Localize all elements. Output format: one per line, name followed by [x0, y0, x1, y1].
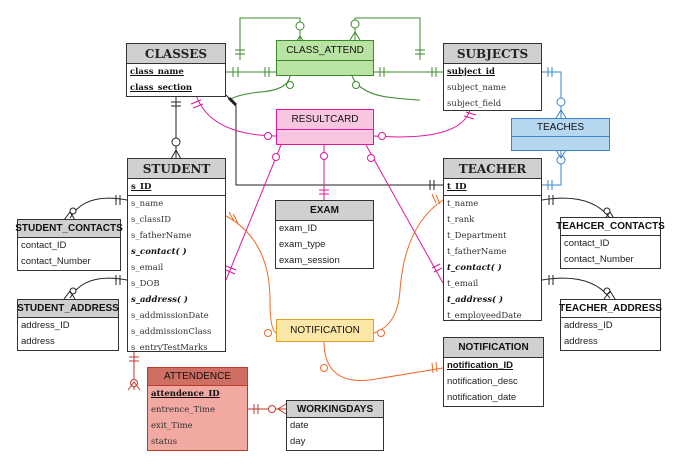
attendence-status-field: status [151, 437, 178, 447]
teacher-t-contact-field: t_contact( ) [447, 263, 502, 273]
teaches-entity: TEACHES [511, 118, 610, 151]
teacher-address-address-id-field: address_ID [564, 320, 613, 331]
teaches-header: TEACHES [512, 119, 609, 137]
notification-assoc-entity: NOTIFICATION [276, 319, 374, 342]
student-contacts-header: STUDENT_CONTACTS [15, 220, 123, 238]
subjects-subject-field-field: subject_field [447, 99, 502, 109]
student-address-address-field: address [21, 336, 55, 347]
teacher-contacts-entity: TEAHCER_CONTACTS contact_ID contact_Numb… [556, 217, 665, 269]
resultcard-header: RESULTCARD [277, 110, 373, 130]
student-s-address-field: s_address( ) [131, 295, 188, 305]
class-attend-header: CLASS_ATTEND [277, 41, 373, 61]
exam-exam-session-field: exam_session [279, 255, 340, 266]
link-subjects-teaches-teacher [542, 67, 567, 190]
teacher-header: TEACHER [444, 159, 541, 179]
classes-entity: CLASSES class_name class_section [126, 43, 226, 97]
student-s-name-field: s_name [131, 199, 164, 209]
teacher-t-employeeddate-field: t_employeedDate [447, 311, 522, 321]
link-contacts-addresses [63, 195, 616, 300]
teacher-contacts-header: TEAHCER_CONTACTS [556, 218, 665, 236]
student-header: STUDENT [128, 159, 225, 179]
attendence-entity: ATTENDENCE attendence_ID entrence_Time e… [147, 367, 248, 451]
link-class-attend-subjects [229, 17, 443, 101]
classes-class-name-field: class_name [130, 67, 184, 77]
teacher-address-header: TEACHER_ADDRESS [559, 300, 662, 318]
student-s-dob-field: s_DOB [131, 279, 160, 289]
attendence-attendence-id-field: attendence_ID [151, 389, 220, 399]
teacher-contacts-contact-number-field: contact_Number [564, 254, 634, 265]
teacher-t-name-field: t_name [447, 199, 479, 209]
student-address-entity: STUDENT_ADDRESS address_ID address [17, 299, 119, 351]
subjects-header: SUBJECTS [444, 44, 541, 64]
student-s-contact-field: s_contact( ) [131, 247, 187, 257]
notification-notification-desc-field: notification_desc [447, 376, 518, 387]
exam-header: EXAM [276, 201, 373, 221]
teacher-t-fathername-field: t_fatherName [447, 247, 507, 257]
teacher-t-rank-field: t_rank [447, 215, 475, 225]
student-s-classid-field: s_classID [131, 215, 172, 225]
notification-assoc-header: NOTIFICATION [290, 325, 360, 336]
exam-exam-type-field: exam_type [279, 239, 326, 250]
exam-entity: EXAM exam_ID exam_type exam_session [275, 200, 374, 269]
student-s-id-field: s_ID [128, 179, 225, 196]
attendence-entrence-time-field: entrence_Time [151, 405, 216, 415]
student-s-addmissiondate-field: s_addmissionDate [131, 311, 209, 321]
teacher-t-email-field: t_email [447, 279, 479, 289]
notification-notification-date-field: notification_date [447, 392, 517, 403]
link-classes-student [170, 95, 182, 160]
workingdays-date-field: date [290, 420, 309, 431]
notification-header: NOTIFICATION [444, 338, 543, 358]
link-resultcard [190, 94, 477, 284]
teacher-t-department-field: t_Department [447, 231, 507, 241]
teacher-entity: TEACHER t_ID t_name t_rank t_Department … [443, 158, 542, 321]
attendence-header: ATTENDENCE [148, 368, 247, 386]
subjects-subject-id-field: subject_id [447, 67, 495, 77]
teacher-contacts-contact-id-field: contact_ID [564, 238, 610, 249]
exam-exam-id-field: exam_ID [279, 223, 318, 234]
workingdays-entity: WORKINGDAYS date day [286, 400, 384, 451]
teacher-t-address-field: t_address( ) [447, 295, 504, 305]
student-contacts-contact-id-field: contact_ID [21, 240, 67, 251]
student-contacts-contact-number-field: contact_Number [21, 256, 91, 267]
teacher-t-id-field: t_ID [444, 179, 541, 196]
student-entity: STUDENT s_ID s_name s_classID s_fatherNa… [127, 158, 226, 353]
link-student-attendence [127, 351, 287, 415]
classes-header: CLASSES [127, 44, 225, 64]
student-s-email-field: s_email [131, 263, 164, 273]
workingdays-day-field: day [290, 436, 306, 447]
student-s-entrytestmarks-field: s_entryTestMarks [131, 343, 208, 353]
class-attend-entity: CLASS_ATTEND [276, 40, 374, 76]
attendence-exit-time-field: exit_Time [151, 421, 193, 431]
link-notification [225, 193, 444, 382]
classes-class-section-field: class_section [130, 83, 193, 93]
student-s-fathername-field: s_fatherName [131, 231, 192, 241]
link-classes-teacher [225, 94, 443, 190]
notification-entity: NOTIFICATION notification_ID notificatio… [443, 337, 544, 407]
subjects-subject-name-field: subject_name [447, 83, 507, 93]
student-address-header: STUDENT_ADDRESS [17, 300, 119, 318]
subjects-entity: SUBJECTS subject_id subject_name subject… [443, 43, 542, 111]
notification-notification-id-field: notification_ID [447, 360, 513, 371]
student-contacts-entity: STUDENT_CONTACTS contact_ID contact_Numb… [15, 219, 123, 271]
workingdays-header: WORKINGDAYS [287, 401, 383, 418]
student-address-address-id-field: address_ID [21, 320, 70, 331]
student-s-addmissionclass-field: s_addmissionClass [131, 327, 212, 337]
teacher-address-entity: TEACHER_ADDRESS address_ID address [559, 299, 662, 351]
teacher-address-address-field: address [564, 336, 598, 347]
resultcard-entity: RESULTCARD [276, 109, 374, 145]
